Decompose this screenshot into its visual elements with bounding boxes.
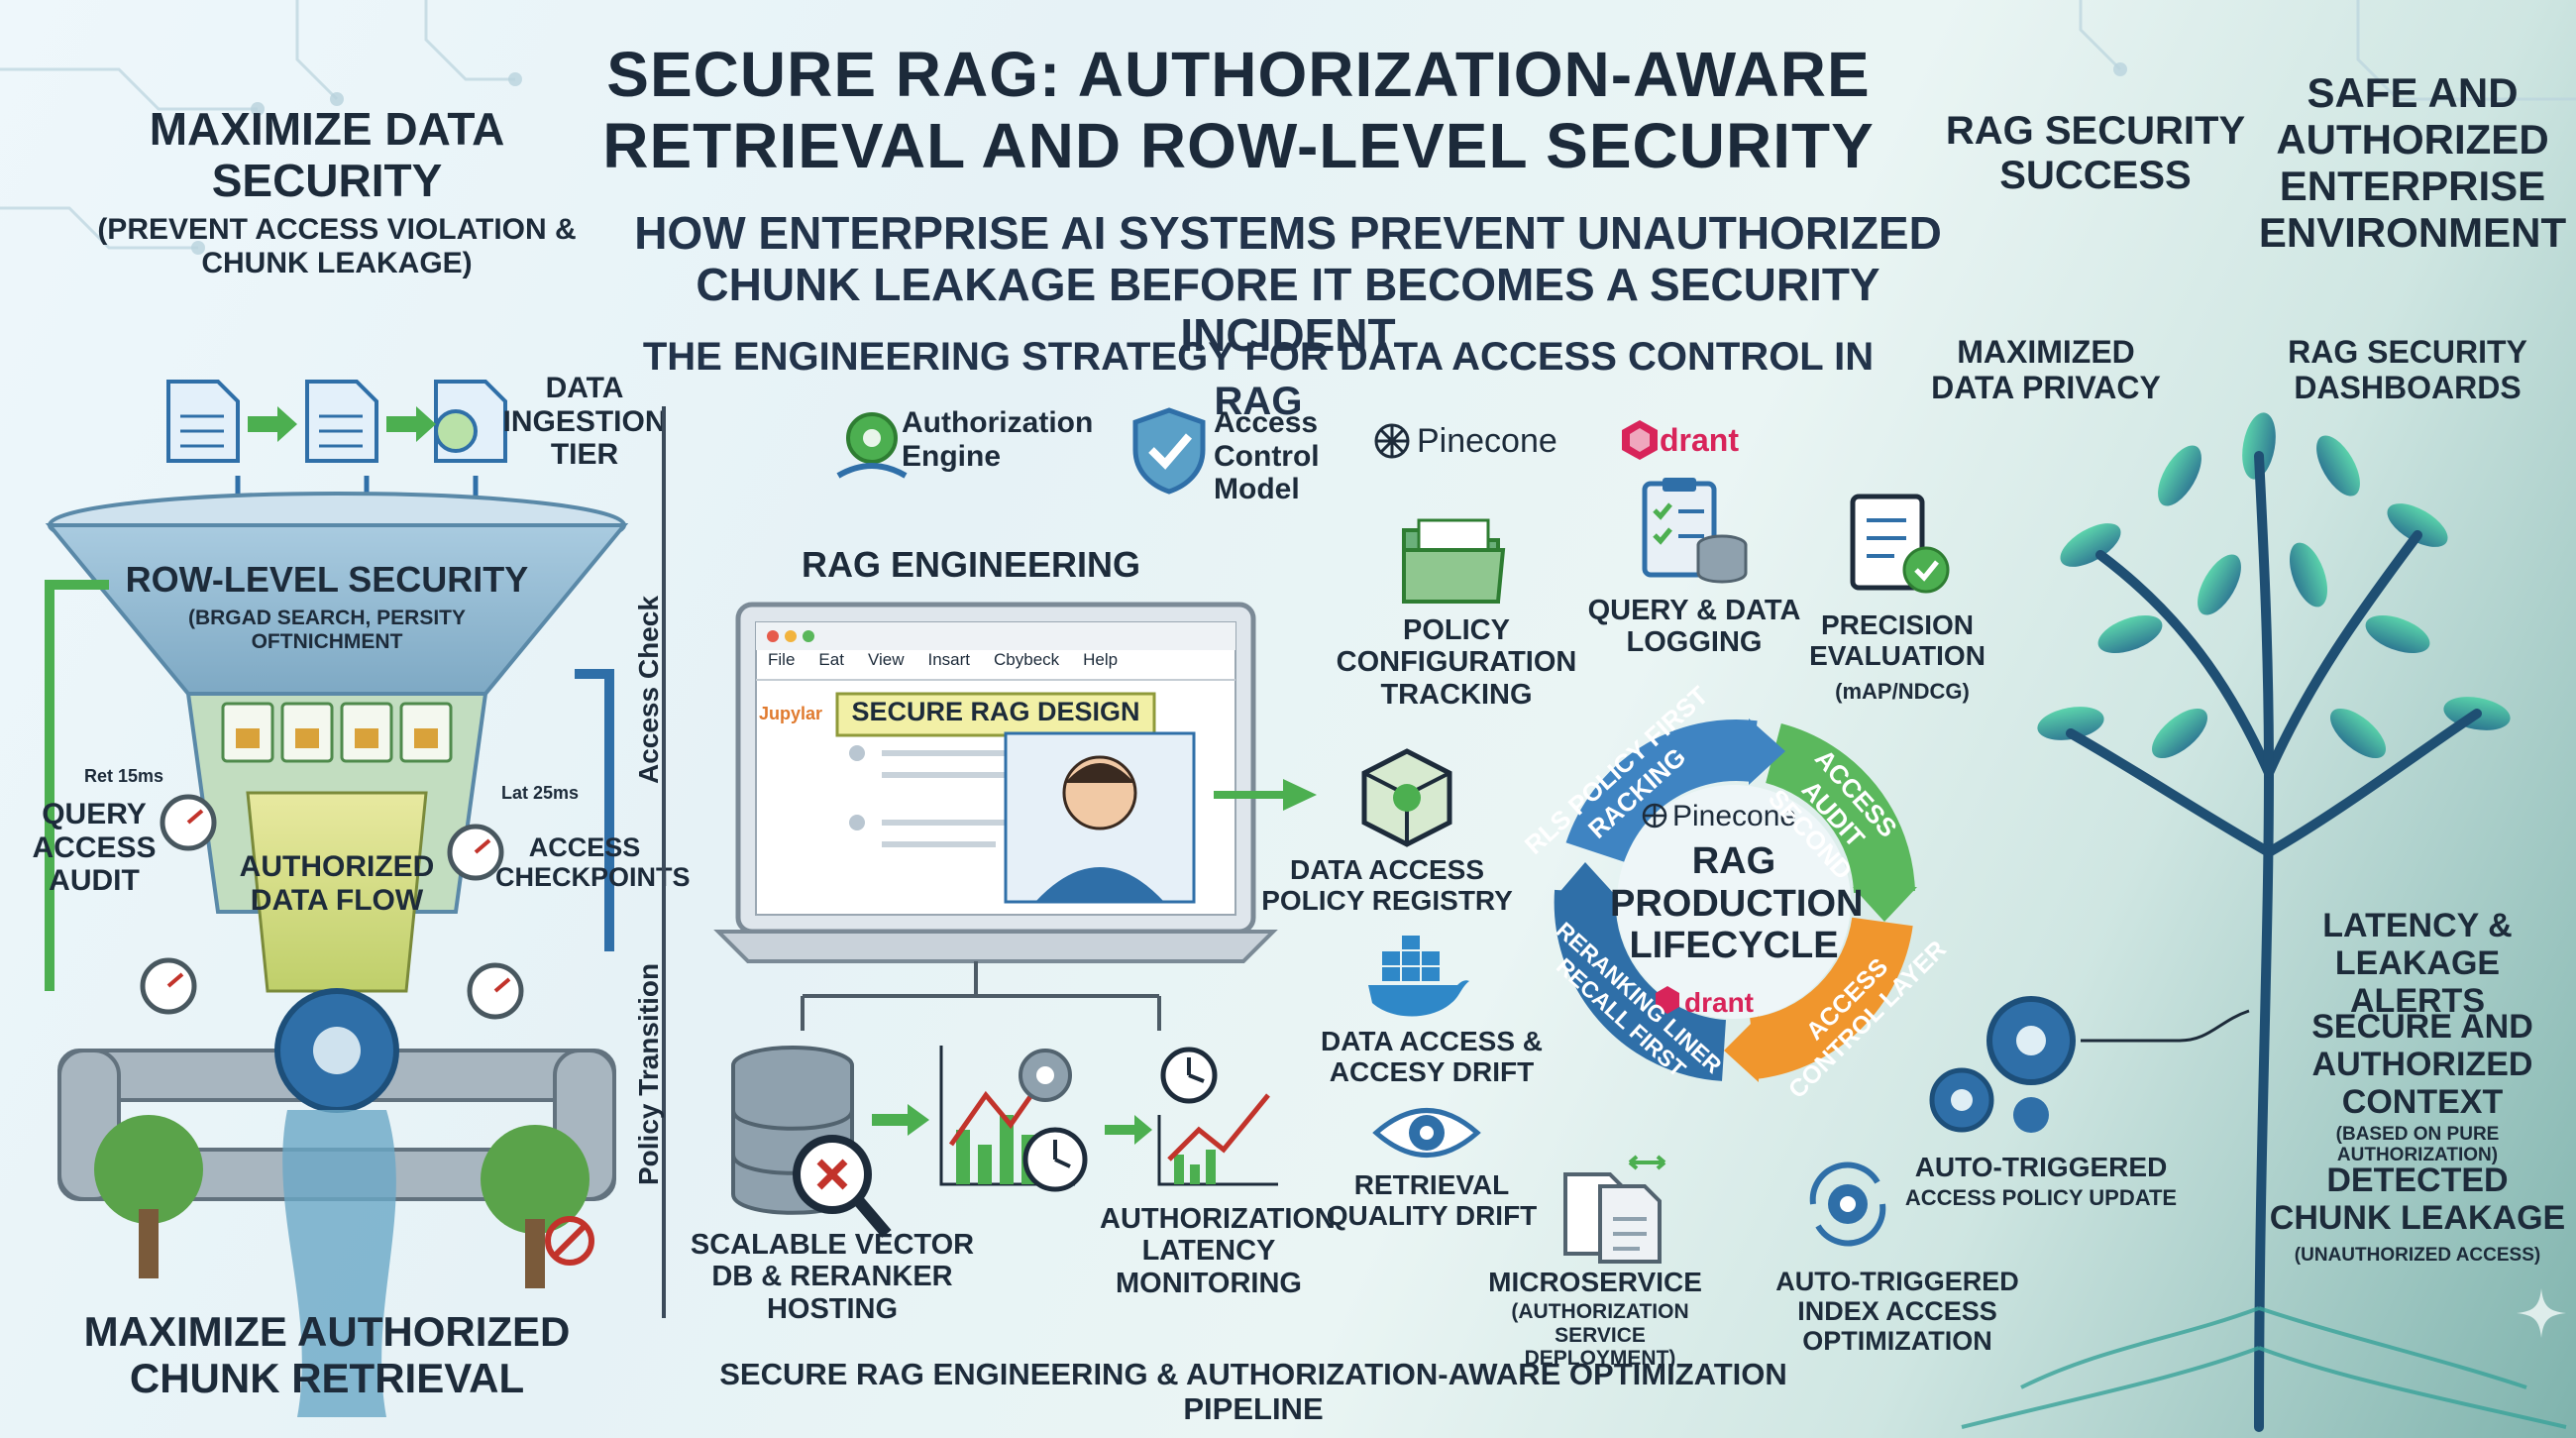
retrieval-latency: Ret 15ms <box>83 766 164 786</box>
main-title: SECURE RAG: AUTHORIZATION-AWARE RETRIEVA… <box>602 39 1875 181</box>
laptop-notebook <box>713 602 1278 963</box>
cycle-center-label: RAG PRODUCTION LIFECYCLE <box>1610 840 1864 967</box>
auto-triggered-policy-subtitle: ACCESS POLICY UPDATE <box>1904 1185 2178 1210</box>
precision-metrics: (mAP/NDCG) <box>1835 679 1970 704</box>
precision-evaluation: PRECISION EVALUATION <box>1809 609 1986 672</box>
rag-engineering-heading: RAG ENGINEERING <box>801 544 1141 585</box>
maximized-data-privacy: MAXIMIZED DATA PRIVACY <box>1931 334 2161 405</box>
handshake-gear-icon <box>836 412 908 479</box>
cycle-qdrant-label: drant <box>1684 987 1754 1018</box>
menu-checkpoint[interactable]: Cbybeck <box>994 650 1060 669</box>
microservice-subtitle: (AUTHORIZATION SERVICE DEPLOYMENT) <box>1511 1300 1689 1371</box>
pipeline-caption: SECURE RAG ENGINEERING & AUTHORIZATION-A… <box>719 1357 1787 1426</box>
security-funnel <box>45 492 629 1417</box>
arrow-db-to-chart <box>872 1104 929 1136</box>
left-headline-sub: (PREVENT ACCESS VIOLATION & CHUNK LEAKAG… <box>97 213 577 279</box>
query-access-audit: QUERY ACCESS AUDIT <box>32 798 157 898</box>
eye-icon <box>1372 1108 1481 1158</box>
clipboard-database-icon <box>1642 478 1748 584</box>
folder-icon <box>1402 518 1506 604</box>
cube-registry-icon <box>1361 748 1452 847</box>
retrieval-quality-drift: RETRIEVAL QUALITY DRIFT <box>1326 1169 1538 1232</box>
microservice-documents-icon <box>1563 1155 1666 1264</box>
menu-help[interactable]: Help <box>1083 650 1119 669</box>
qdrant-logo-icon <box>1622 420 1658 460</box>
auto-triggered-policy-label: AUTO-TRIGGERED <box>1914 1152 2168 1182</box>
ingestion-tier-label: DATA INGESTION TIER <box>502 372 667 472</box>
vector-db-icon <box>731 1046 892 1238</box>
menu-insert[interactable]: Insart <box>927 650 971 669</box>
authorized-data-flow: AUTHORIZED DATA FLOW <box>239 850 435 917</box>
qdrant-label: drant <box>1660 422 1739 458</box>
gear-refresh-icon <box>1809 1161 1886 1247</box>
data-access-drift: DATA ACCESS & ACCESY DRIFT <box>1321 1026 1543 1088</box>
index-access-optimization: AUTO-TRIGGERED INDEX ACCESS OPTIMIZATION <box>1775 1267 2019 1357</box>
left-headline: MAXIMIZE DATA SECURITY <box>149 103 505 206</box>
access-control-model: Access Control Model <box>1214 406 1320 506</box>
ingestion-documents <box>166 380 507 505</box>
menu-file[interactable]: File <box>768 650 796 669</box>
rag-security-success: RAG SECURITY SUCCESS <box>1945 109 2246 197</box>
access-checkpoints: ACCESS CHECKPOINTS <box>495 832 691 893</box>
arrow-to-registry <box>1214 779 1317 811</box>
secure-context-subtitle: (BASED ON PURE AUTHORIZATION) <box>2335 1124 2500 1166</box>
menu-view[interactable]: View <box>867 650 905 669</box>
pinecone-logo-icon <box>1374 423 1410 459</box>
latency-leakage-alerts: LATENCY & LEAKAGE ALERTS <box>2322 907 2513 1021</box>
detected-chunk-leakage: DETECTED CHUNK LEAKAGE <box>2269 1161 2566 1238</box>
authorization-engine: Authorization Engine <box>902 406 1094 473</box>
cycle-pinecone-label: Pinecone <box>1672 800 1797 832</box>
sparkle-icon <box>2517 1288 2566 1338</box>
microservice-label: MICROSERVICE <box>1488 1267 1702 1297</box>
shield-check-icon <box>1132 407 1206 495</box>
evaluation-checklist-icon <box>1850 494 1950 594</box>
growth-tree <box>1929 412 2567 1432</box>
access-check-label: Access Check <box>633 596 664 784</box>
lookup-latency: Lat 25ms <box>500 783 580 803</box>
laptop-connector <box>801 961 1161 1031</box>
pinecone-label: Pinecone <box>1417 422 1557 460</box>
latency-monitoring: AUTHORIZATION LATENCY MONITORING <box>1100 1203 1336 1299</box>
container-whale-icon <box>1368 936 1469 1017</box>
secure-rag-design-banner: SECURE RAG DESIGN <box>851 697 1140 726</box>
detected-leakage-subtitle: (UNAUTHORIZED ACCESS) <box>2294 1245 2541 1266</box>
security-dashboards: RAG SECURITY DASHBOARDS <box>2288 334 2527 405</box>
secure-authorized-context: SECURE AND AUTHORIZED CONTEXT <box>2311 1008 2533 1122</box>
safe-enterprise-environment: SAFE AND AUTHORIZED ENTERPRISE ENVIRONME… <box>2258 69 2567 257</box>
funnel-subtitle: (BRGAD SEARCH, PERSITY OFTNICHMENT <box>187 607 467 653</box>
menu-edit[interactable]: Eat <box>818 650 844 669</box>
policy-transition-label: Policy Transition <box>633 962 664 1185</box>
data-access-policy-registry: DATA ACCESS POLICY REGISTRY <box>1261 854 1513 917</box>
strategy-heading: THE ENGINEERING STRATEGY FOR DATA ACCESS… <box>642 335 1875 423</box>
policy-configuration-tracking: POLICY CONFIGURATION TRACKING <box>1336 614 1577 711</box>
funnel-title: ROW-LEVEL SECURITY <box>125 559 529 600</box>
lifecycle-cycle <box>1554 719 1917 1082</box>
left-footer: MAXIMIZE AUTHORIZED CHUNK RETRIEVAL <box>83 1308 571 1402</box>
latency-chart-icon <box>939 1046 1278 1192</box>
notebook-logo: Jupylar <box>759 704 823 723</box>
subtitle: HOW ENTERPRISE AI SYSTEMS PREVENT UNAUTH… <box>634 207 1942 362</box>
notebook-menu: File Eat View Insart Cbybeck Help <box>768 650 1243 670</box>
vector-db-hosting: SCALABLE VECTOR DB & RERANKER HOSTING <box>690 1229 975 1325</box>
section-divider <box>662 406 666 1318</box>
query-data-logging: QUERY & DATA LOGGING <box>1587 595 1801 659</box>
